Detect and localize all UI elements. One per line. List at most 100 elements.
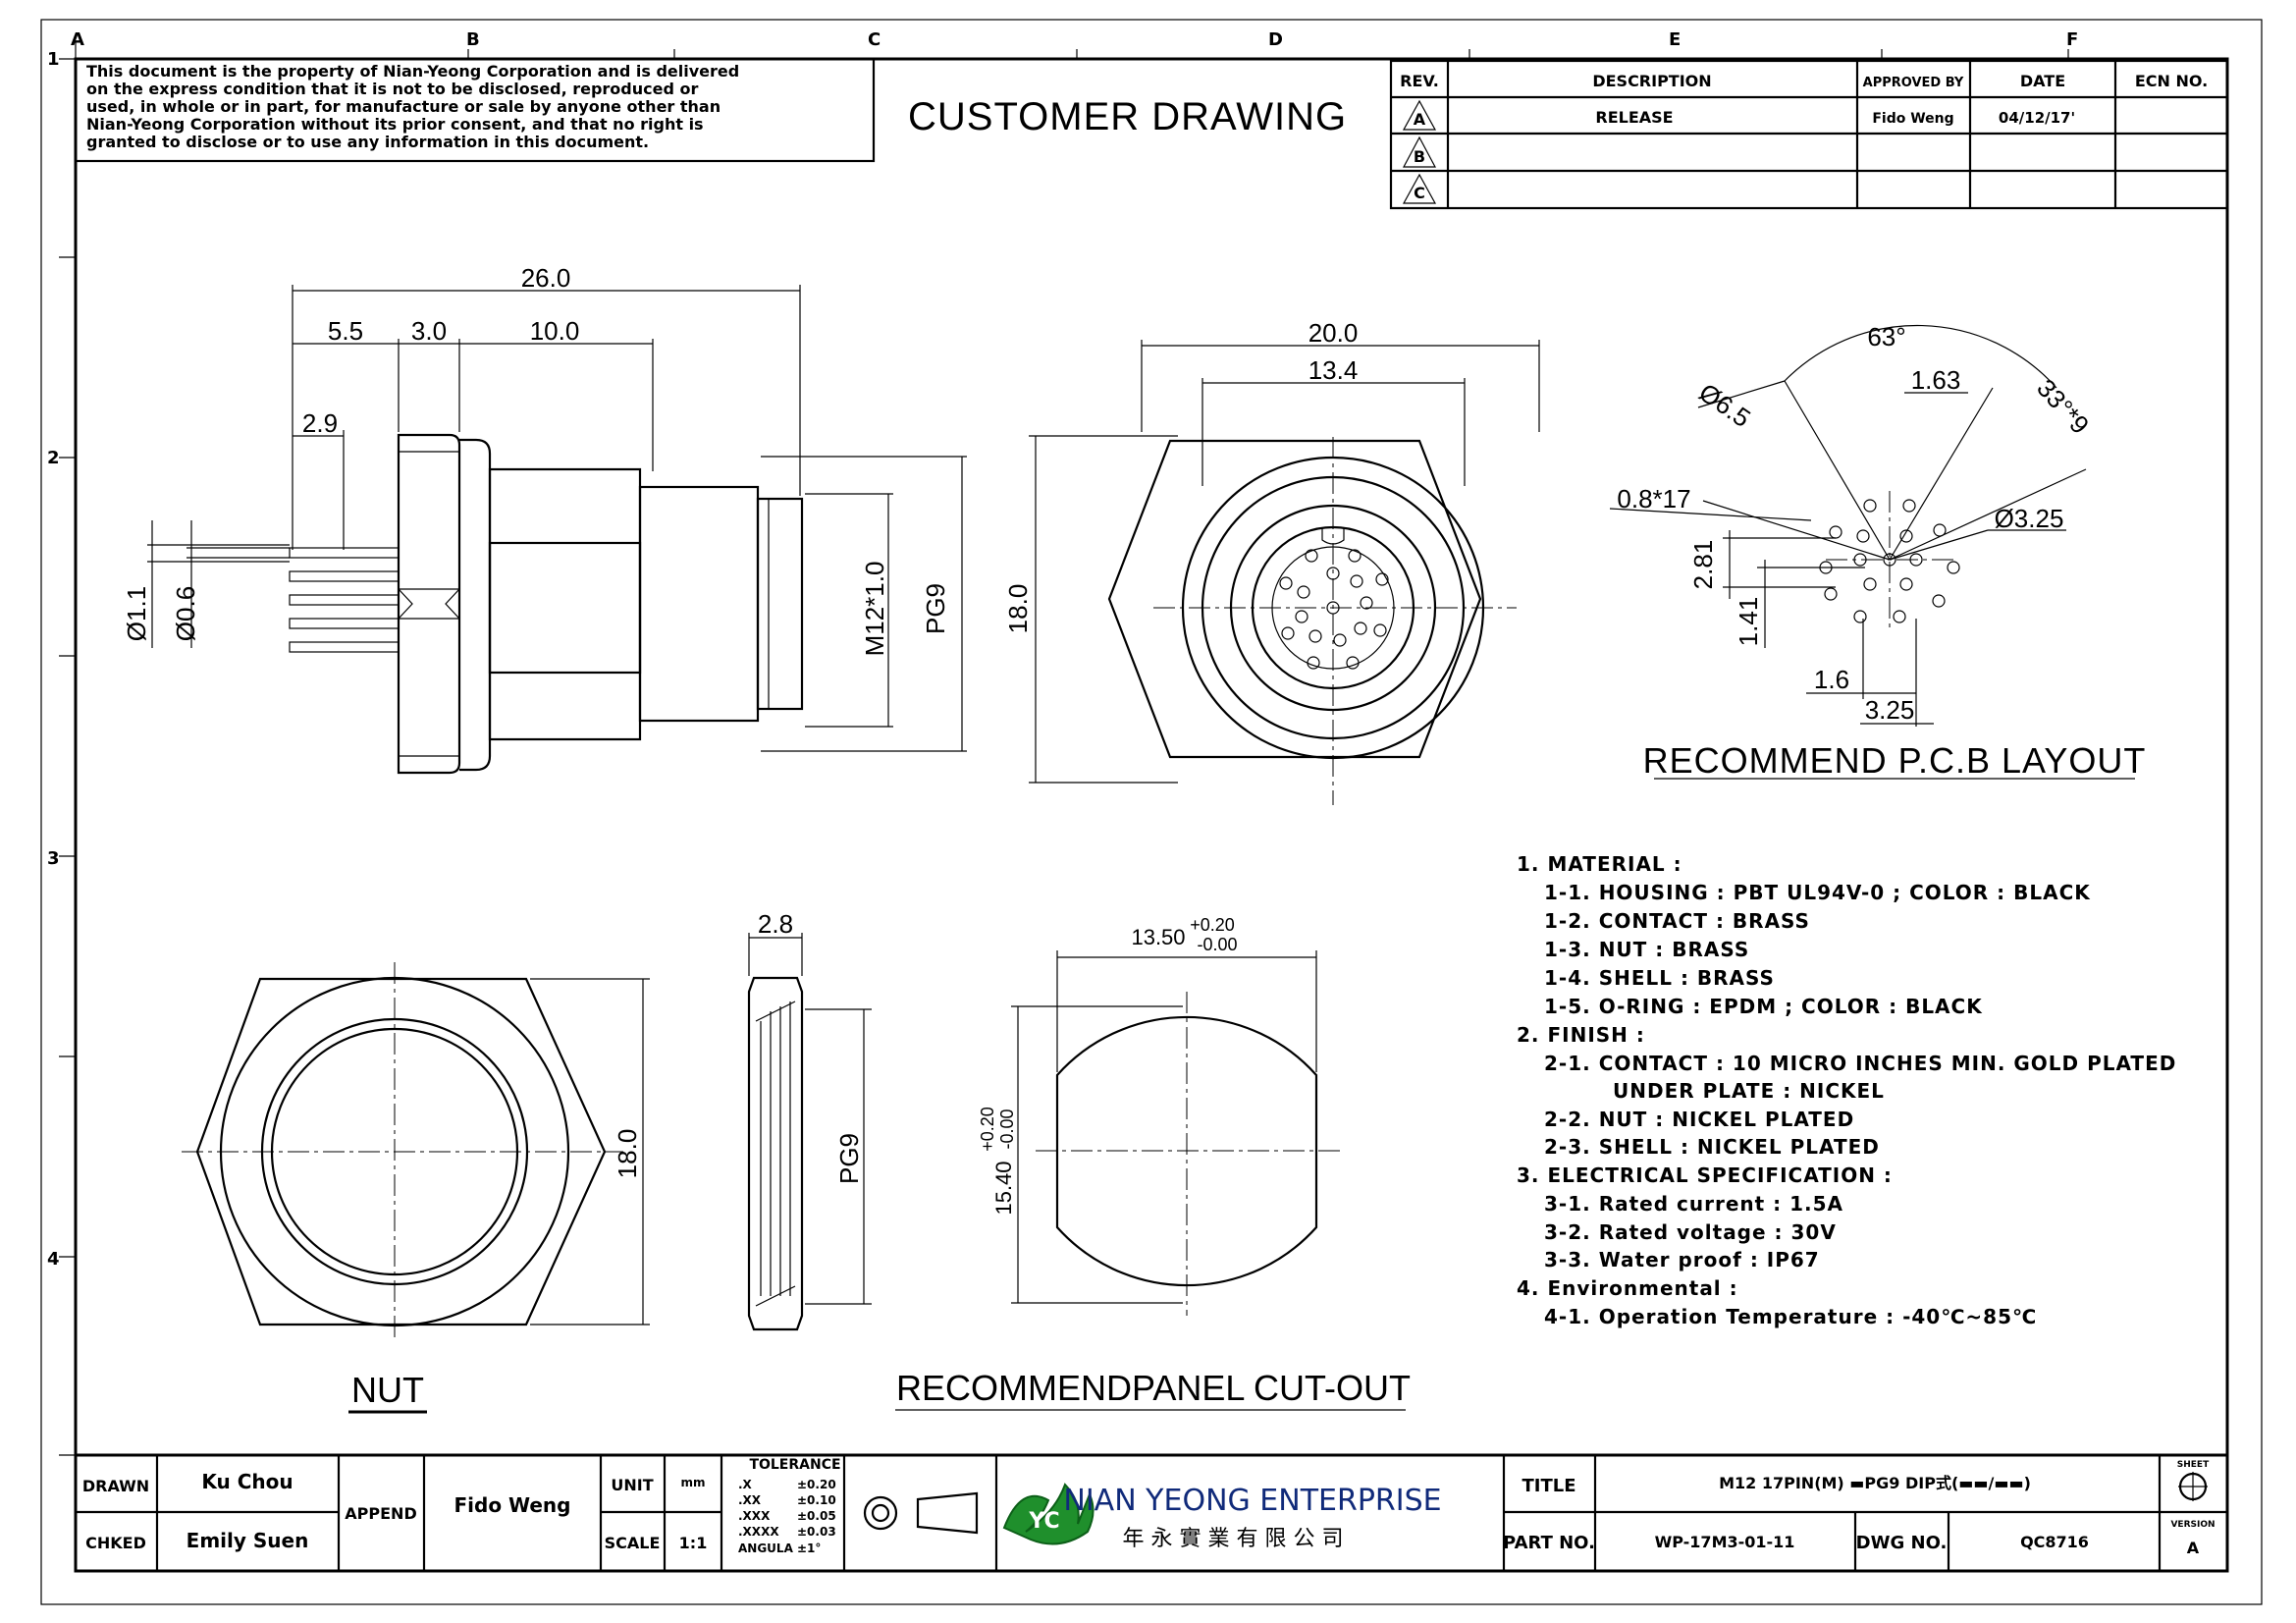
drawn-label: DRAWN	[82, 1477, 149, 1495]
notice-line-3: used, in whole or in part, for manufactu…	[86, 97, 721, 116]
zone-col-e: E	[1669, 29, 1681, 50]
rev-b: B	[1414, 147, 1425, 166]
note-1-3: 1-3. NUT : BRASS	[1544, 938, 1749, 961]
note-2-1: 2-1. CONTACT : 10 MICRO INCHES MIN. GOLD…	[1544, 1052, 2176, 1075]
title-block	[74, 1453, 2229, 1573]
tol-val-3: ±0.05	[797, 1509, 836, 1523]
notice-line-2: on the express condition that it is not …	[86, 80, 698, 98]
part-no-value: WP-17M3-01-11	[1655, 1533, 1795, 1551]
title-label: TITLE	[1522, 1476, 1575, 1496]
unit-value: mm	[680, 1476, 705, 1489]
dim-13-4: 13.4	[1308, 355, 1359, 385]
checked-label: CHKED	[85, 1534, 146, 1552]
notes: 1. MATERIAL : 1-1. HOUSING : PBT UL94V-0…	[1517, 852, 2176, 1328]
note-3: 3. ELECTRICAL SPECIFICATION :	[1517, 1163, 1893, 1187]
zone-ticks	[59, 41, 2069, 1456]
sheet-label: SHEET	[2177, 1460, 2210, 1470]
front-view	[1107, 437, 1517, 805]
company-name-cn: 年 永 實 業 有 限 公 司	[1123, 1527, 1344, 1551]
cutout-height-tol-plus: +0.20	[978, 1107, 997, 1152]
notice-line-4: Nian-Yeong Corporation without its prior…	[86, 115, 704, 134]
company-name-en: NIAN YEONG ENTERPRISE	[1063, 1484, 1441, 1518]
pcb-layout	[1702, 324, 2087, 628]
dim-10: 10.0	[530, 316, 580, 346]
zone-col-c: C	[868, 29, 881, 50]
dim-20: 20.0	[1308, 318, 1359, 348]
version-value: A	[2187, 1539, 2200, 1557]
tol-key-2: .XX	[738, 1493, 762, 1507]
note-2-2: 2-2. NUT : NICKEL PLATED	[1544, 1108, 1854, 1131]
tolerance-label: TOLERANCE	[749, 1457, 840, 1473]
pcb-h1: 1.6	[1814, 665, 1849, 694]
panel-cutout	[1011, 950, 1340, 1316]
cutout-width: 13.50	[1131, 925, 1185, 949]
title-value: M12 17PIN(M) ▬PG9 DIP式(▬▬/▬▬)	[1719, 1474, 2031, 1492]
note-2-3: 2-3. SHELL : NICKEL PLATED	[1544, 1135, 1880, 1159]
drawing-title: CUSTOMER DRAWING	[908, 95, 1347, 138]
unit-label: UNIT	[611, 1476, 653, 1494]
pcb-hole: 0.8*17	[1617, 484, 1690, 514]
tol-val-5: ±1°	[797, 1542, 821, 1555]
zone-column-labels: A B C D E F	[71, 29, 2078, 50]
drawn-value: Ku Chou	[201, 1470, 293, 1493]
pcb-v1: 2.81	[1688, 540, 1718, 590]
scale-value: 1:1	[679, 1534, 708, 1552]
note-1-4: 1-4. SHELL : BRASS	[1544, 966, 1775, 990]
nut-dim-2-8: 2.8	[758, 909, 793, 939]
dim-5-5: 5.5	[328, 316, 363, 346]
note-4: 4. Environmental :	[1517, 1276, 1738, 1300]
zone-row-labels: 1 2 3 4	[47, 49, 60, 1270]
note-4-1: 4-1. Operation Temperature : -40℃~85℃	[1544, 1305, 2037, 1328]
outer-border	[40, 19, 2263, 1605]
cutout-width-tol-plus: +0.20	[1190, 915, 1235, 935]
rev-a-approved: Fido Weng	[1872, 111, 1953, 127]
ecn-header: ECN NO.	[2135, 72, 2208, 90]
rev-a-date: 04/12/17'	[1999, 109, 2075, 127]
date-header: DATE	[2020, 72, 2065, 90]
pcb-angle: 63°	[1867, 322, 1905, 352]
side-view-dimensions	[147, 285, 967, 752]
note-1-1: 1-1. HOUSING : PBT UL94V-0 ; COLOR : BLA…	[1544, 881, 2091, 904]
nut-view	[182, 962, 623, 1340]
notice-box	[74, 57, 876, 163]
cutout-height-tol-minus: -0.00	[997, 1109, 1017, 1149]
pcb-dia-outer: Ø6.5	[1693, 377, 1755, 433]
tol-val-2: ±0.10	[797, 1493, 836, 1507]
tol-val-1: ±0.20	[797, 1478, 836, 1491]
note-1: 1. MATERIAL :	[1517, 852, 1682, 876]
pcb-arc: 33°*9	[2031, 373, 2095, 440]
zone-col-b: B	[466, 29, 480, 50]
note-3-3: 3-3. Water proof : IP67	[1544, 1248, 1820, 1271]
nut-dimensions	[530, 978, 650, 1325]
tol-key-3: .XXX	[738, 1509, 771, 1523]
dim-m12: M12*1.0	[860, 562, 889, 657]
tol-key-4: .XXXX	[738, 1525, 779, 1539]
note-3-1: 3-1. Rated current : 1.5A	[1544, 1192, 1843, 1216]
zone-row-2: 2	[47, 448, 60, 468]
cutout-width-tol-minus: -0.00	[1197, 935, 1237, 954]
rev-a: A	[1414, 110, 1426, 129]
dwg-no-label: DWG NO.	[1856, 1533, 1948, 1553]
rev-c: C	[1414, 184, 1425, 202]
note-2: 2. FINISH :	[1517, 1023, 1645, 1047]
tol-key-1: .X	[738, 1478, 753, 1491]
append-value: Fido Weng	[454, 1493, 570, 1517]
rev-header: REV.	[1400, 72, 1439, 90]
sheet-symbol-icon	[2178, 1472, 2208, 1501]
note-3-2: 3-2. Rated voltage : 30V	[1544, 1220, 1837, 1244]
notice-line-1: This document is the property of Nian-Ye…	[86, 62, 739, 81]
front-view-dimensions	[1029, 340, 1540, 784]
dim-dia-0-6: Ø0.6	[171, 586, 200, 641]
company-logo-icon: YC	[1002, 1483, 1095, 1545]
pcb-dimensions	[1609, 380, 2135, 780]
nut-caption: NUT	[351, 1370, 424, 1410]
nut-dim-pg9: PG9	[834, 1133, 864, 1184]
version-label: VERSION	[2170, 1520, 2215, 1530]
zone-row-1: 1	[47, 49, 60, 70]
pcb-dia-inner: Ø3.25	[1995, 504, 2064, 533]
zone-row-3: 3	[47, 848, 60, 869]
note-1-5: 1-5. O-RING : EPDM ; COLOR : BLACK	[1544, 995, 1983, 1018]
cutout-caption: RECOMMENDPANEL CUT-OUT	[896, 1368, 1411, 1408]
zone-col-d: D	[1268, 29, 1283, 50]
